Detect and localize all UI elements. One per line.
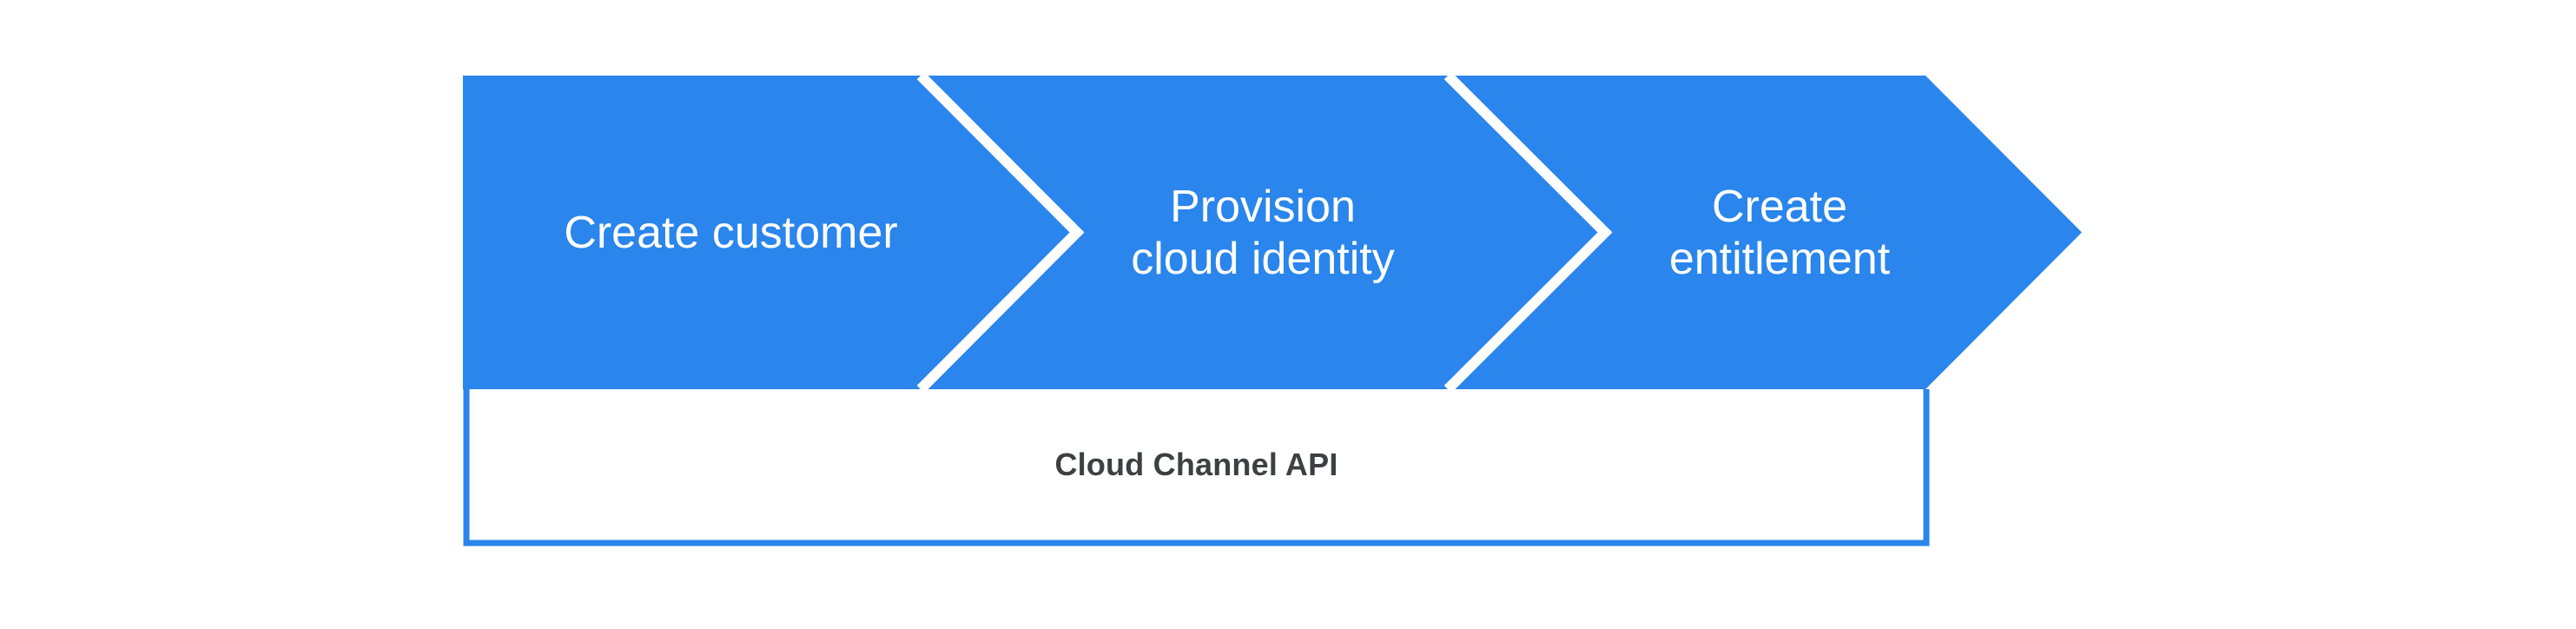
api-bar-label: Cloud Channel API	[1054, 447, 1338, 482]
step-label-line: Create customer	[564, 207, 898, 258]
step-provision-cloud-identity: Provision cloud identity	[999, 76, 1527, 389]
api-bar-box	[463, 389, 1930, 546]
step-label-line: entitlement	[1668, 233, 1891, 284]
chevron-separator-1-icon	[916, 76, 1085, 389]
step-create-customer: Create customer	[463, 76, 999, 389]
chevron-separator-2-icon	[1443, 76, 1613, 389]
step-label-line: Provision	[1170, 181, 1356, 232]
arrow-band	[463, 76, 2082, 389]
step-label-line: Create	[1711, 181, 1848, 232]
chevron-separators	[916, 76, 1613, 389]
step-label-line: cloud identity	[1131, 233, 1395, 284]
step-create-entitlement: Create entitlement	[1527, 76, 2032, 389]
